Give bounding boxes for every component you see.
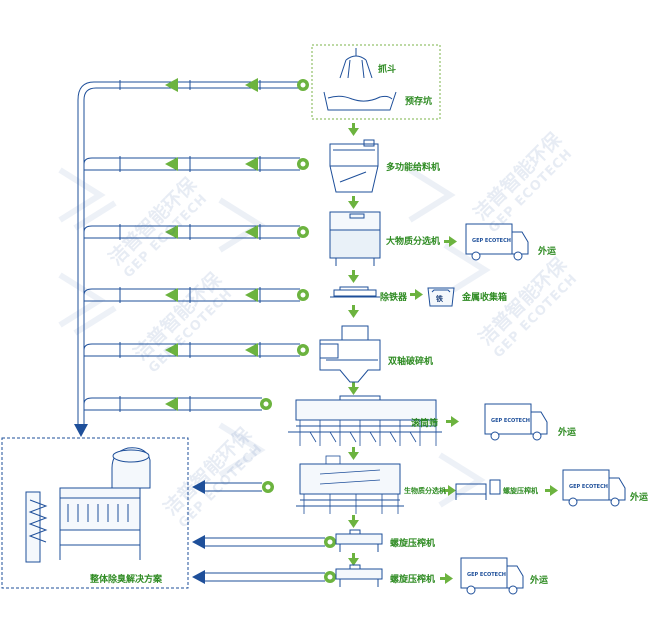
exhaust-pipe-network [77, 80, 325, 582]
label-drum-screen: 滚筒筛 [411, 419, 439, 429]
truck-logo-4: GEP ECOTECH [467, 572, 506, 578]
deodor-equipment-icon [25, 447, 151, 563]
label-screw-press-small: 螺旋压榨机 [503, 487, 538, 495]
grab-bucket-icon [339, 48, 373, 79]
shredder-machine-icon [319, 325, 381, 383]
label-feeder: 多功能给料机 [386, 163, 441, 173]
truck-3 [562, 469, 626, 507]
material-flow-arrows [348, 123, 558, 584]
truck-logo-3: GEP ECOTECH [569, 484, 608, 490]
label-deodor: 整体除臭解决方案 [90, 575, 163, 585]
screw-press-icons [335, 529, 383, 587]
label-iron-remover: 除铁器 [380, 293, 408, 303]
organic-sorter-icon [296, 455, 501, 514]
pit-tank-icon [323, 91, 397, 111]
iron-remover-icon [330, 286, 380, 298]
feeder-machine-icon [329, 139, 379, 193]
label-grab: 抓斗 [378, 65, 397, 75]
truck-1 [465, 223, 529, 261]
airflow-arrows [165, 78, 336, 584]
label-out-2: 外运 [558, 428, 577, 438]
label-screw-press-2: 螺旋压榨机 [390, 575, 436, 585]
truck-logo-2: GEP ECOTECH [491, 418, 530, 424]
label-sorter: 大物质分选机 [386, 237, 441, 247]
main-flow-arrow [74, 424, 88, 437]
label-metal-box-icon: 铁 [436, 295, 443, 303]
sorter-machine-icon [329, 211, 381, 266]
truck-icons [460, 223, 626, 595]
drum-screen-icon [288, 395, 442, 446]
metal-box-icon [427, 287, 455, 307]
label-shredder: 双轴破碎机 [388, 357, 434, 367]
truck-logo-1: GEP ECOTECH [472, 238, 511, 244]
deodor-frame [1, 437, 189, 589]
label-screw-press-1: 螺旋压榨机 [390, 539, 436, 549]
label-metal-box: 金属收集箱 [462, 293, 508, 303]
label-organic-sorter: 生物质分选机 [404, 487, 446, 495]
label-out-4: 外运 [530, 576, 549, 586]
truck-2 [484, 403, 548, 441]
pit-frame [311, 44, 441, 120]
label-out-3: 外运 [630, 493, 649, 503]
label-out-1: 外运 [538, 247, 557, 257]
truck-4 [460, 557, 524, 595]
label-pit: 预存坑 [405, 97, 433, 107]
